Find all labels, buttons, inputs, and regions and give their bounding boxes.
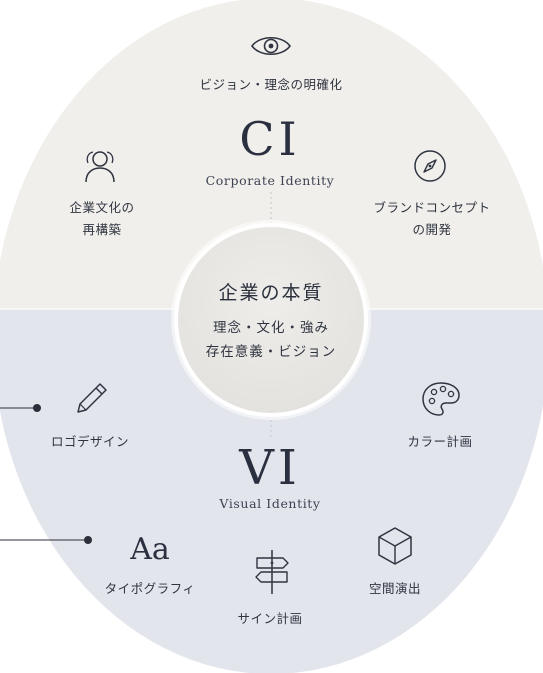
- vi-item-space-label: 空間演出: [368, 581, 422, 596]
- center-line-1: 理念・文化・強み: [213, 320, 329, 336]
- ci-subtitle: Corporate Identity: [205, 173, 335, 188]
- typography-icon: Aa: [130, 532, 170, 567]
- cube-icon: [378, 527, 412, 565]
- vi-item-logo-label: ロゴデザイン: [50, 434, 130, 449]
- center-line-2: 存在意義・ビジョン: [205, 344, 337, 360]
- palette-icon: [422, 382, 460, 416]
- ci-title: CI: [239, 112, 301, 166]
- vi-title: VI: [239, 440, 301, 496]
- logo-connector-dot: [33, 404, 41, 412]
- vi-item-typography-label: タイポグラフィ: [104, 581, 196, 596]
- ci-item-culture-line1: 企業文化の: [69, 200, 135, 215]
- pencil-icon: [77, 383, 107, 413]
- ci-item-brand-line1: ブランドコンセプト: [373, 200, 491, 215]
- typography-connector-dot: [84, 536, 92, 544]
- people-icon: [85, 151, 115, 183]
- eye-icon: [251, 36, 291, 56]
- vi-subtitle: Visual Identity: [219, 496, 321, 511]
- ci-item-brand-line2: の開発: [412, 222, 452, 237]
- ci-item-culture-line2: 再構築: [82, 222, 122, 237]
- signpost-icon: [255, 550, 289, 594]
- center-circle: [174, 223, 368, 417]
- vi-item-sign-label: サイン計画: [237, 611, 303, 626]
- compass-icon: [414, 150, 446, 182]
- vi-item-color-label: カラー計画: [407, 434, 473, 449]
- ci-item-vision-label: ビジョン・理念の明確化: [199, 77, 343, 92]
- center-title: 企業の本質: [218, 282, 324, 304]
- ci-item-culture-label: 企業文化の 再構築: [69, 197, 134, 241]
- ci-item-brand-label: ブランドコンセプト の開発: [373, 197, 490, 241]
